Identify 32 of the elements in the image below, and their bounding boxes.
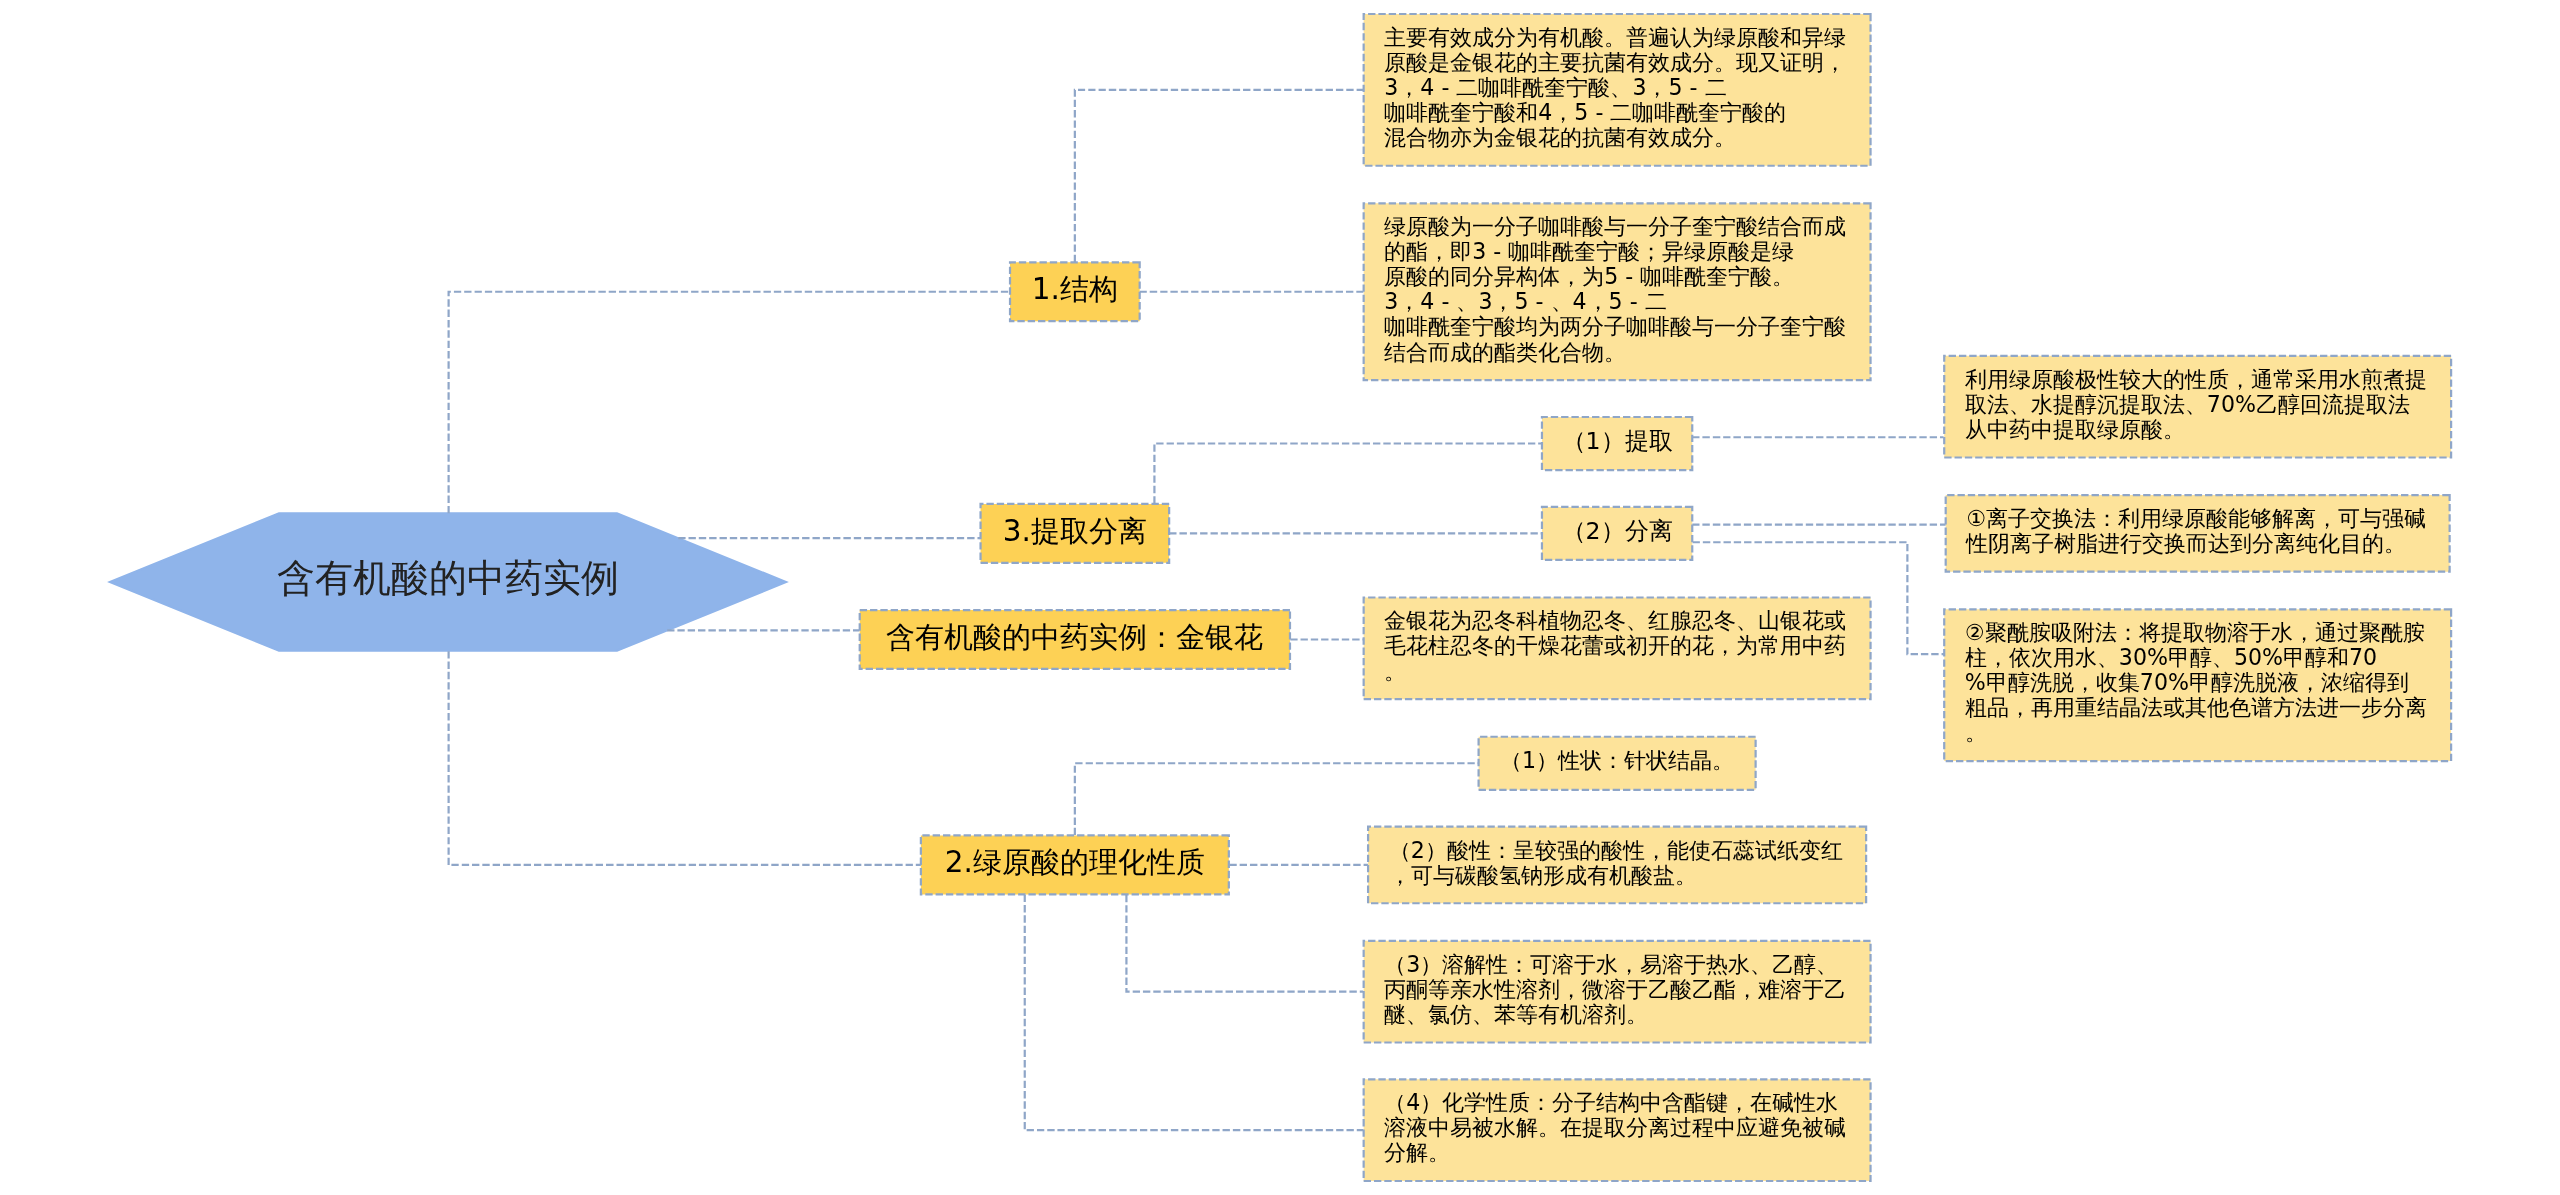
connector (1691, 436, 1944, 439)
node-box: （2）酸性：呈较强的酸性，能使石蕊试纸变红，可与碳酸氢钠形成有机酸盐。 (1366, 825, 1867, 905)
connector (447, 290, 1010, 514)
connector (1073, 762, 1478, 835)
connector (1229, 863, 1368, 867)
node-box: （1）性状：针状结晶。 (1477, 735, 1757, 791)
node-box: 2.绿原酸的理化性质 (919, 834, 1230, 896)
connector (1168, 532, 1542, 535)
connector (1124, 894, 1363, 993)
connector (1023, 894, 1363, 1132)
connector (447, 651, 921, 867)
node-box: 利用绿原酸极性较大的性质，通常采用水煎煮提取法、水提醇沉提取法、70%乙醇回流提取法从中药中提取绿原酸。 (1942, 354, 2452, 459)
connector (677, 537, 980, 540)
connector (1289, 638, 1364, 641)
node-box: 主要有效成分为有机酸。普遍认为绿原酸和异绿原酸是金银花的主要抗菌有效成分。现又证明，3，4 - 二咖啡酰奎宁酸、3，5 - 二咖啡酰奎宁酸和4，5 - 二咖啡酰奎宁酸的混合物亦为金银花的抗菌有效成分。 (1362, 12, 1872, 167)
node-box: （1）提取 (1540, 415, 1693, 472)
node-box: 含有机酸的中药实例：金银花 (858, 608, 1291, 671)
node-box: ①离子交换法：利用绿原酸能够解离，可与强碱性阴离子树脂进行交换而达到分离纯化目的。 (1944, 494, 2451, 573)
node-box: 金银花为忍冬科植物忍冬、红腺忍冬、山银花或毛花柱忍冬的干燥花蕾或初开的花，为常用中药。 (1362, 596, 1872, 701)
node-box: （3）溶解性：可溶于水，易溶于热水、乙醇、丙酮等亲水性溶剂，微溶于乙酸乙酯，难溶于乙醚、氯仿、苯等有机溶剂。 (1362, 939, 1872, 1044)
node-box: ②聚酰胺吸附法：将提取物溶于水，通过聚酰胺柱，依次用水、30%甲醇、50%甲醇和70%甲醇洗脱，收集70%甲醇洗脱液，浓缩得到粗品，再用重结晶法或其他色谱方法进一步分离。 (1942, 608, 2452, 763)
node-box: （4）化学性质：分子结构中含酯键，在碱性水溶液中易被水解。在提取分离过程中应避免被碱分解。 (1362, 1078, 1872, 1183)
connector (666, 629, 859, 632)
connector (1692, 541, 1944, 656)
connector (1073, 88, 1363, 262)
node-box: （2）分离 (1540, 505, 1693, 562)
connector (1152, 442, 1542, 504)
node-box: 3.提取分离 (978, 502, 1170, 564)
node-box: 绿原酸为一分子咖啡酸与一分子奎宁酸结合而成的酯，即3 - 咖啡酰奎宁酸；异绿原酸是绿原酸的同分异构体，为5 - 咖啡酰奎宁酸。3，4 - 、3，5 - 、4，5 - 二咖啡酰奎宁酸均为两分子咖啡酸与一分子奎宁酸结合而成的酯类化合物。 (1362, 202, 1872, 382)
connector (1139, 290, 1363, 293)
node-box: 1.结构 (1008, 261, 1141, 323)
connector (1691, 523, 1946, 526)
